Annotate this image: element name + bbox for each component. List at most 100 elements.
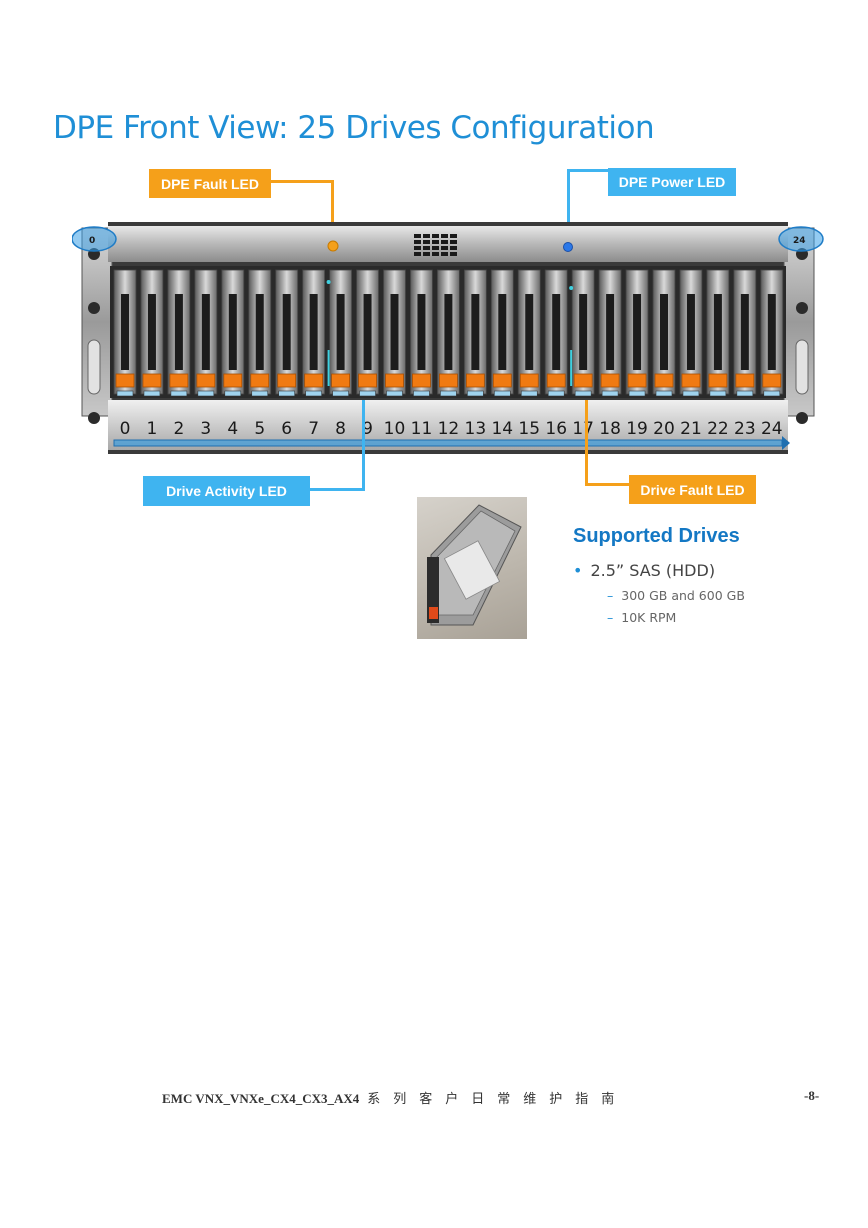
drive-led-window [682,390,700,397]
vent-slot [450,240,457,244]
vent-grille [414,234,457,256]
drive-latch [600,373,620,388]
vent-slot [450,246,457,250]
vent-slot [432,234,439,238]
drive-led-window [628,390,646,397]
vent-slot [414,234,421,238]
drive-led-window [305,390,322,397]
drive-carrier-slot [579,294,588,370]
drive-label [443,540,501,600]
drive-latch [465,373,485,388]
drive-led-window [763,390,781,397]
slot-number: 1 [147,419,158,439]
drive-carrier-slot [174,294,183,370]
drive-carrier-slot [606,294,615,370]
drive-latch [250,373,270,388]
slot-number: 10 [384,419,406,439]
vent-slot [441,252,448,256]
drive-latch [169,373,189,388]
drive-carrier [463,269,487,397]
drive-led-window [170,390,188,397]
drive-latch [142,373,162,388]
drive-carrier-slot [228,294,237,370]
drive-carrier-slot [363,294,372,370]
drive-carrier [571,269,595,397]
drive-carrier-slot [525,294,534,370]
slot-number: 18 [599,419,621,439]
drive-latch [412,373,431,388]
drive-carrier [517,269,541,397]
vent-slot [441,240,448,244]
dpe-fault-led [327,240,339,252]
drive-carrier-slot [309,294,318,370]
drive-activity-led-callout: Drive Activity LED [143,476,310,506]
dpe-power-led-callout: DPE Power LED [608,168,736,196]
right-handle [795,339,809,395]
vent-slot [432,240,439,244]
drive-carrier-slot [767,294,776,370]
drive-activity-led [326,280,331,284]
drive-led-window [601,390,619,397]
slot-number: 21 [680,419,702,439]
left-ear-label: 0 [89,236,95,246]
footer-page-number: -8- [804,1088,820,1103]
drive-led-window [332,390,349,397]
slot-number: 5 [254,419,265,439]
drive-fault-led-connector-v [585,400,588,486]
drive-carrier [733,269,757,397]
drive-carrier [625,269,649,397]
drive-carrier-slot [633,294,642,370]
vent-slot [414,252,421,256]
slot-number: 22 [707,419,729,439]
drive-latch [492,373,512,388]
drive-led-window [547,390,565,397]
drive-carrier [383,269,406,397]
drive-carrier-slot [740,294,749,370]
drive-carrier [221,269,245,397]
drive-led-window [413,390,430,397]
drive-led-window [116,390,134,397]
slot-number: 14 [491,419,513,439]
dpe-fault-led-label: DPE Fault LED [160,175,259,192]
vent-slot [432,246,439,250]
slot-number: 0 [120,419,131,439]
drive-carrier [679,269,703,397]
slot-arrow-head [782,436,790,450]
drive-led-window [574,390,592,397]
drive-activity-led-connector-h [310,488,365,491]
drive-carrier [356,269,379,397]
slot-arrow [113,439,783,447]
drive-front-latch [427,557,439,623]
drive-latch [223,373,243,388]
drive-carrier [248,269,272,397]
drive-carrier-slot [121,294,129,370]
vent-slot [450,234,457,238]
drive-photo [417,497,527,639]
drive-latch [196,373,216,388]
drive-latch [762,373,782,388]
slot-number: 19 [626,419,648,439]
slot-number: 3 [200,419,211,439]
vent-slot [414,246,421,250]
drive-carrier-slot [498,294,507,370]
vent-slot [423,246,430,250]
supported-drive-speed: –10K RPM [607,610,676,625]
vent-slot [423,240,430,244]
left-ear-highlight [72,226,117,252]
drive-fault-led-connector-h [585,483,630,486]
dpe-power-led-connector-v [567,169,570,243]
drive-carrier-slot [147,294,156,370]
vent-slot [423,252,430,256]
drive-carrier-slot [201,294,210,370]
footer-doc-name: EMC VNX_VNXe_CX4_CX3_AX4 [162,1091,360,1106]
drive-carrier [275,269,299,397]
drive-photo-illustration [427,504,522,626]
page-title: DPE Front View: 25 Drives Configuration [53,110,655,146]
slot-number: 20 [653,419,675,439]
drive-carrier-slot [336,294,345,370]
drive-carrier-slot [660,294,668,370]
drive-carrier [167,269,191,397]
vent-slot [450,252,457,256]
drive-carrier [302,269,326,397]
